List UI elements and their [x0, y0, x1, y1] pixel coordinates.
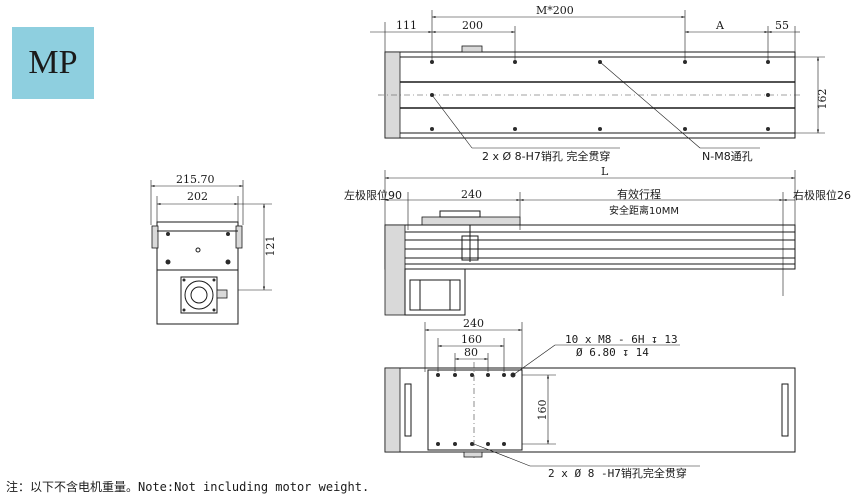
left-limit-label: 左极限位90	[344, 188, 402, 202]
dim-160-bottom: 160	[461, 333, 482, 346]
side-view: L 左极限位90 240 有效行程 安全距离10MM 右极限位26	[344, 165, 851, 316]
dim-215-70: 215.70	[176, 173, 215, 186]
dim-l: L	[601, 165, 609, 178]
effective-stroke-label: 有效行程	[617, 187, 661, 201]
callout-through-holes: N-M8通孔	[702, 150, 753, 163]
mounting-holes-top	[430, 60, 770, 131]
dim-80: 80	[464, 346, 478, 359]
callout-tapped-1: 10 x M8 - 6H ↧ 13	[565, 333, 678, 346]
tapped-holes-bottom	[436, 372, 516, 446]
motor-weight-note: 注：以下不含电机重量。Note:Not including motor weig…	[6, 480, 370, 494]
model-badge-label: MP	[28, 44, 78, 81]
dim-55: 55	[775, 19, 789, 32]
callout-tapped-2: Ø 6.80 ↧ 14	[576, 346, 649, 359]
dim-160-vertical: 160	[536, 400, 549, 421]
dim-a: A	[715, 19, 725, 32]
callout-pin-top: 2 x Ø 8-H7销孔 完全贯穿	[482, 149, 610, 163]
dim-240-side: 240	[461, 188, 482, 201]
dim-240-bottom: 240	[463, 317, 484, 330]
dim-202: 202	[187, 190, 208, 203]
bottom-view: 240 160 80	[384, 317, 796, 480]
dim-200: 200	[462, 19, 483, 32]
dim-111: 111	[396, 19, 417, 32]
top-view: 111 200 M*200 A 55	[370, 4, 829, 163]
callout-pin-bottom: 2 x Ø 8 -H7销孔完全贯穿	[548, 466, 687, 480]
right-limit-label: 右极限位26	[793, 188, 851, 202]
model-badge: MP	[12, 27, 94, 99]
safe-distance-label: 安全距离10MM	[609, 204, 679, 217]
dim-121: 121	[264, 236, 277, 257]
dim-m200: M*200	[536, 4, 574, 17]
end-view: 215.70 202 121	[150, 173, 277, 325]
dim-162: 162	[816, 89, 829, 110]
